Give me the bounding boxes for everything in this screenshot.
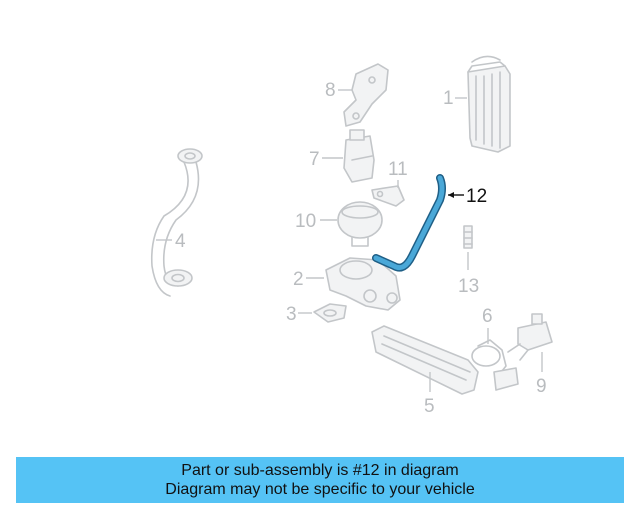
callout-5: 5	[424, 372, 435, 417]
banner-line-1: Part or sub-assembly is #12 in diagram	[181, 462, 459, 479]
svg-text:3: 3	[286, 304, 297, 325]
part-11-bracket	[371, 185, 405, 207]
part-10-reservoir	[337, 201, 383, 247]
svg-text:5: 5	[424, 396, 435, 417]
callout-4: 4	[156, 231, 186, 252]
callout-10: 10	[295, 211, 337, 232]
callout-9: 9	[536, 352, 547, 397]
part-2-egr-valve	[325, 257, 401, 311]
svg-text:4: 4	[175, 231, 186, 252]
callout-3: 3	[286, 304, 312, 325]
callout-11: 11	[388, 159, 408, 188]
callout-1: 1	[443, 88, 467, 109]
svg-text:2: 2	[293, 269, 304, 290]
callout-13: 13	[458, 252, 479, 297]
part-5-cooler	[371, 325, 519, 395]
svg-text:1: 1	[443, 88, 454, 109]
svg-text:11: 11	[388, 159, 408, 180]
svg-text:6: 6	[482, 306, 493, 327]
callout-6: 6	[482, 306, 493, 344]
part-8-bracket	[343, 63, 389, 127]
svg-text:7: 7	[309, 149, 320, 170]
banner-line-2: Diagram may not be specific to your vehi…	[165, 481, 475, 498]
svg-text:10: 10	[295, 211, 316, 232]
svg-text:9: 9	[536, 376, 547, 397]
callout-2: 2	[293, 269, 324, 290]
svg-text:12: 12	[466, 186, 487, 207]
part-3-gasket	[313, 303, 347, 323]
part-7-solenoid	[343, 129, 375, 183]
parts-diagram: 1 8 7 11 10	[150, 55, 553, 417]
part-13-stud	[463, 225, 473, 249]
callout-7: 7	[309, 149, 343, 170]
callout-12: 12	[448, 186, 487, 207]
callout-8: 8	[325, 80, 352, 101]
part-9-sensor	[507, 313, 553, 361]
part-1-canister	[467, 55, 511, 153]
part-12-vacuum-hose	[372, 174, 446, 272]
svg-text:8: 8	[325, 80, 336, 101]
part-4-pipe	[150, 148, 203, 297]
info-banner: Part or sub-assembly is #12 in diagram D…	[16, 457, 624, 503]
svg-text:13: 13	[458, 276, 479, 297]
